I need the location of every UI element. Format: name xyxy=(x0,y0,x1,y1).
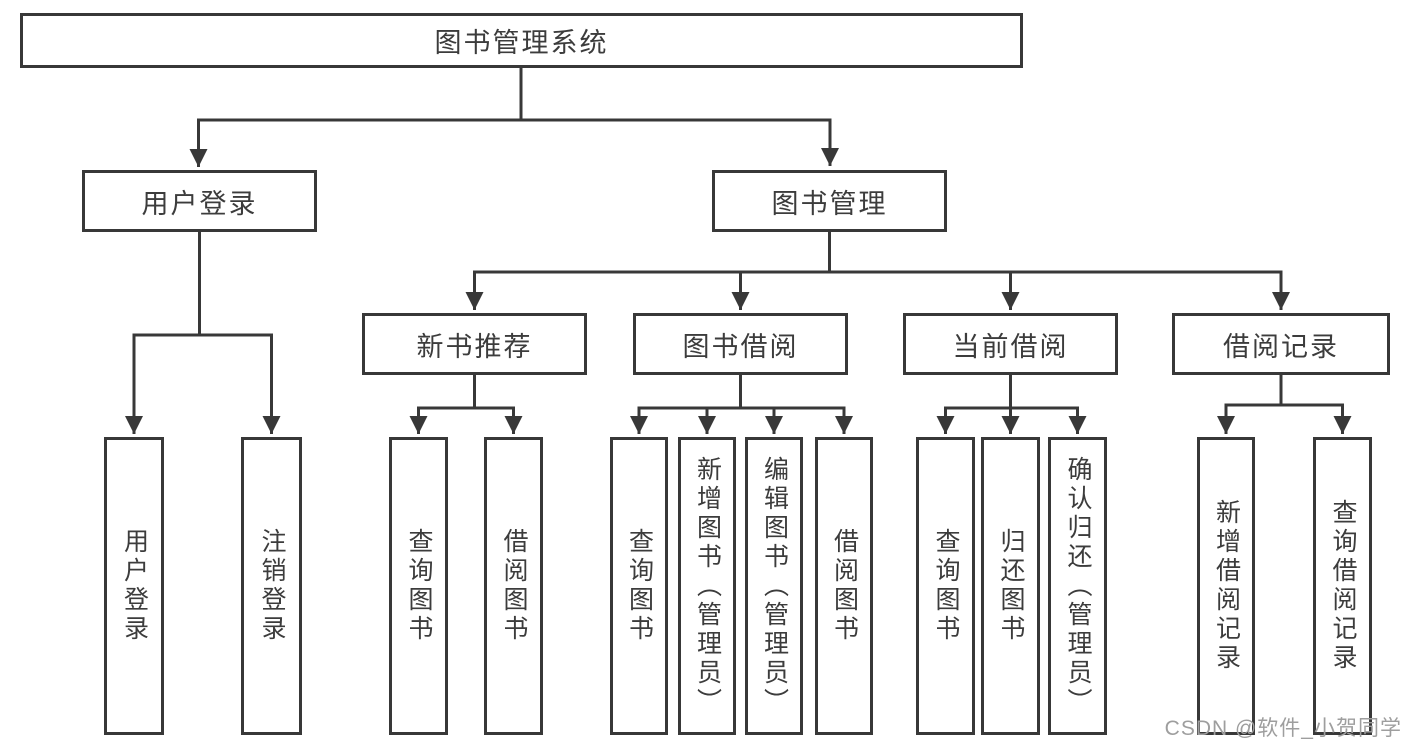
leaf-add-books-admin-label: 新增图书（管理员） xyxy=(693,455,722,717)
node-user-login-group-label: 用户登录 xyxy=(141,188,258,219)
leaf-query-borrow-record-label: 查询借阅记录 xyxy=(1329,499,1357,673)
node-book-management: 图书管理 xyxy=(712,170,947,232)
node-book-borrow: 图书借阅 xyxy=(633,313,848,375)
leaf-query-books-2-label: 查询图书 xyxy=(625,528,654,644)
node-current-borrow-label: 当前借阅 xyxy=(952,331,1069,362)
leaf-edit-books-admin: 编辑图书（管理员） xyxy=(745,437,803,735)
leaf-query-books-1: 查询图书 xyxy=(389,437,448,735)
node-root-system: 图书管理系统 xyxy=(20,13,1023,68)
node-current-borrow: 当前借阅 xyxy=(903,313,1118,375)
csdn-watermark: CSDN @软件_小贺同学 xyxy=(1164,717,1402,740)
leaf-borrow-books-2: 借阅图书 xyxy=(815,437,873,735)
node-book-borrow-label: 图书借阅 xyxy=(682,331,799,362)
leaf-add-borrow-record: 新增借阅记录 xyxy=(1197,437,1255,735)
leaf-borrow-books-1-label: 借阅图书 xyxy=(500,528,528,644)
leaf-borrow-books-1: 借阅图书 xyxy=(484,437,543,735)
leaf-user-login-label: 用户登录 xyxy=(120,528,149,644)
leaf-add-books-admin: 新增图书（管理员） xyxy=(678,437,736,735)
node-new-book-recommend-label: 新书推荐 xyxy=(416,331,533,362)
leaf-add-borrow-record-label: 新增借阅记录 xyxy=(1212,499,1241,673)
leaf-user-login: 用户登录 xyxy=(104,437,164,735)
leaf-logout-label: 注销登录 xyxy=(258,528,286,644)
leaf-query-books-3: 查询图书 xyxy=(916,437,975,735)
node-user-login-group: 用户登录 xyxy=(82,170,317,232)
leaf-query-borrow-record: 查询借阅记录 xyxy=(1313,437,1372,735)
leaf-query-books-3-label: 查询图书 xyxy=(932,528,960,644)
leaf-query-books-2: 查询图书 xyxy=(610,437,668,735)
leaf-return-books-label: 归还图书 xyxy=(997,528,1025,644)
leaf-confirm-return-admin-label: 确认归还（管理员） xyxy=(1064,455,1092,717)
node-borrow-records-label: 借阅记录 xyxy=(1223,331,1339,362)
leaf-query-books-1-label: 查询图书 xyxy=(405,528,433,644)
node-borrow-records: 借阅记录 xyxy=(1172,313,1390,375)
node-new-book-recommend: 新书推荐 xyxy=(362,313,587,375)
node-book-management-label: 图书管理 xyxy=(771,188,888,219)
leaf-logout: 注销登录 xyxy=(241,437,302,735)
leaf-confirm-return-admin: 确认归还（管理员） xyxy=(1048,437,1107,735)
leaf-return-books: 归还图书 xyxy=(981,437,1040,735)
node-root-system-label: 图书管理系统 xyxy=(434,28,609,58)
leaf-borrow-books-2-label: 借阅图书 xyxy=(830,528,859,644)
leaf-edit-books-admin-label: 编辑图书（管理员） xyxy=(760,455,789,717)
